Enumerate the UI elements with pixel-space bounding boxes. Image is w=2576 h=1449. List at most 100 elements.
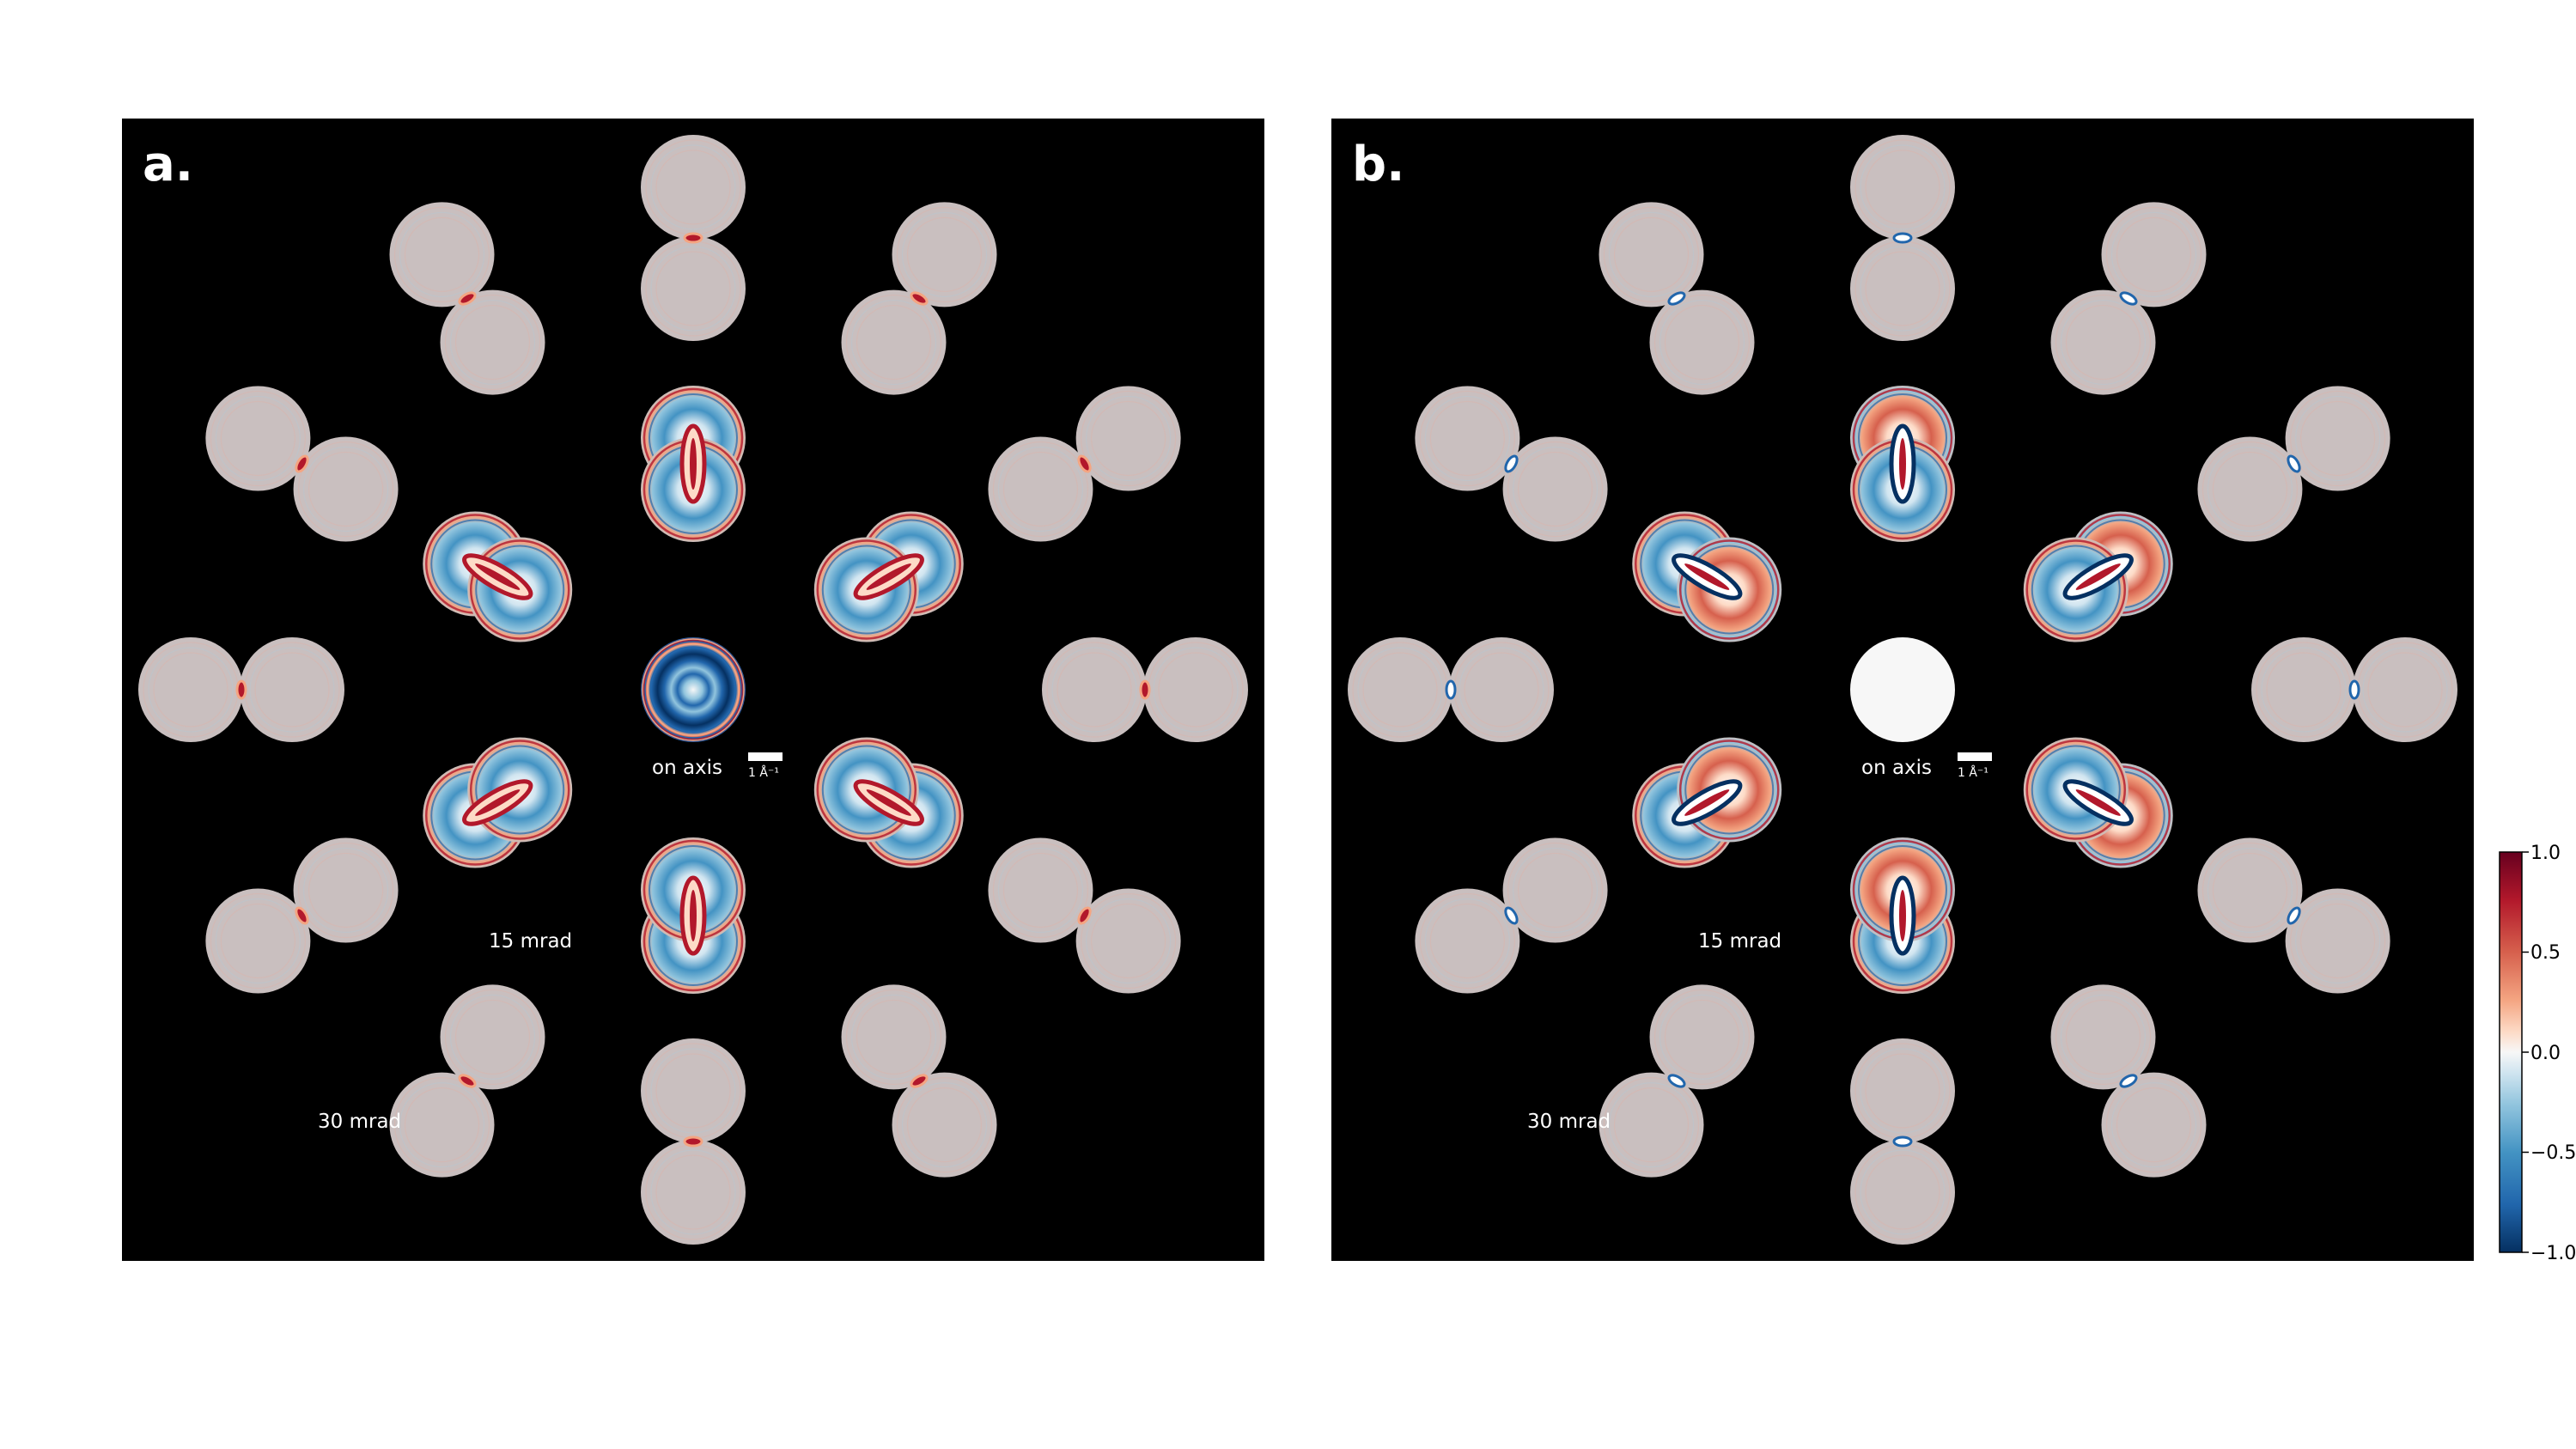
disk-fringe xyxy=(1678,740,1780,840)
outer-disk-pair xyxy=(988,386,1181,542)
outer-disk-pair xyxy=(138,637,344,742)
disk-fringe xyxy=(2055,989,2152,1086)
disk-fringe xyxy=(444,294,541,391)
disk-fringe xyxy=(2060,299,2147,386)
overlap-interference xyxy=(1077,454,1092,473)
label-15-mrad: 15 mrad xyxy=(1698,930,1781,953)
disk-fringe xyxy=(1507,842,1604,939)
on-axis-label: on axis xyxy=(1861,757,1932,779)
disk-fringe xyxy=(850,994,937,1081)
overlap-interference xyxy=(235,679,247,700)
disk-fringe xyxy=(655,251,731,326)
disk-fringe xyxy=(2295,898,2381,984)
disk-fringe xyxy=(997,847,1084,934)
disk-fringe xyxy=(210,390,306,487)
on-axis-disk xyxy=(641,637,746,742)
disk-fringe xyxy=(302,847,389,934)
disk-fringe xyxy=(2116,1087,2192,1163)
disk-fringe xyxy=(2207,446,2293,533)
scale-bar xyxy=(1958,752,1992,761)
disk-fringe xyxy=(1865,1154,1940,1230)
disk-fringe xyxy=(997,446,1084,533)
disk-fringe xyxy=(2300,903,2376,979)
disk-fringe xyxy=(2110,1082,2197,1168)
disk-fringe xyxy=(1424,395,1510,482)
panel-a-label: a. xyxy=(143,137,193,192)
colorbar-tick-minus-0.5: −0.5 xyxy=(2530,1142,2576,1164)
outer-disk-pair xyxy=(389,202,545,395)
disk-fringe xyxy=(454,999,531,1075)
overlap-interference xyxy=(295,906,309,925)
disk-fringe xyxy=(647,643,740,736)
overlap-core xyxy=(690,438,697,490)
outer-disk-pair xyxy=(1042,637,1248,742)
disk-fringe xyxy=(475,545,565,635)
overlap-core xyxy=(475,789,521,816)
colorbar-tick-minus-1: −1.0 xyxy=(2530,1243,2576,1264)
disk-fringe xyxy=(1860,246,1946,332)
disk-fringe xyxy=(2261,647,2347,733)
outer-disk-pair xyxy=(641,135,746,341)
disk-fringe xyxy=(2065,304,2141,381)
disk-fringe xyxy=(992,441,1089,538)
disk-fringe xyxy=(215,898,301,984)
disk-fringe xyxy=(650,246,736,332)
overlap-interference xyxy=(458,291,477,306)
disk-fringe xyxy=(1512,847,1599,934)
disk-fringe xyxy=(901,1082,988,1168)
outer-disk-pair xyxy=(1348,637,1554,742)
disk-fringe xyxy=(816,740,917,840)
disk-fringe xyxy=(1158,652,1233,728)
disk-fringe xyxy=(1362,652,1438,728)
overlap-interference xyxy=(2348,679,2360,700)
inner-disk-pair xyxy=(1632,511,1782,642)
disk-fringe xyxy=(856,304,932,381)
disk-fringe xyxy=(2290,892,2386,989)
overlap-interference xyxy=(2119,291,2138,306)
overlap-interference xyxy=(1892,1135,1913,1148)
overlap-core xyxy=(866,789,911,816)
overlap-interference xyxy=(458,1074,477,1088)
inner-disk-pair xyxy=(641,386,746,542)
disk-fringe xyxy=(2201,842,2299,939)
outer-disk-pair xyxy=(2197,837,2390,994)
overlap-core xyxy=(690,890,697,941)
outer-disk-pair xyxy=(1599,984,1755,1178)
disk-fringe xyxy=(845,294,942,391)
disk-fringe xyxy=(1664,999,1740,1075)
disk-fringe xyxy=(210,892,306,989)
disk-fringe xyxy=(655,149,731,225)
overlap-core xyxy=(1899,890,1906,941)
disk-fringe xyxy=(1860,1149,1946,1235)
colorbar-gradient xyxy=(2499,851,2523,1253)
disk-fringe xyxy=(2201,441,2299,538)
disk-fringe xyxy=(449,299,536,386)
disk-fringe xyxy=(1357,647,1443,733)
overlap-interference xyxy=(1892,232,1913,244)
disk-fringe xyxy=(1424,898,1510,984)
outer-disk-pair xyxy=(1415,837,1608,994)
outer-disk-pair xyxy=(205,386,399,542)
label-15-mrad: 15 mrad xyxy=(489,930,572,953)
disk-fringe xyxy=(655,1154,731,1230)
disk-fringe xyxy=(1507,441,1604,538)
panel-b-label: b. xyxy=(1352,137,1404,192)
disk-fringe xyxy=(153,652,228,728)
overlap-interference xyxy=(910,1074,929,1088)
disk-fringe xyxy=(650,1048,736,1134)
disk-fringe xyxy=(896,1077,993,1173)
disk-fringe xyxy=(1464,652,1539,728)
overlap-interference xyxy=(1077,906,1092,925)
disk-fringe xyxy=(2367,652,2443,728)
disk-fringe xyxy=(845,989,942,1086)
overlap-core xyxy=(1684,563,1730,590)
disk-fringe xyxy=(642,638,745,741)
disk-fringe xyxy=(1153,647,1239,733)
disk-fringe xyxy=(2055,294,2152,391)
overlap-interference xyxy=(1667,291,1686,306)
disk-fringe xyxy=(444,989,541,1086)
disk-fringe xyxy=(1684,545,1775,635)
